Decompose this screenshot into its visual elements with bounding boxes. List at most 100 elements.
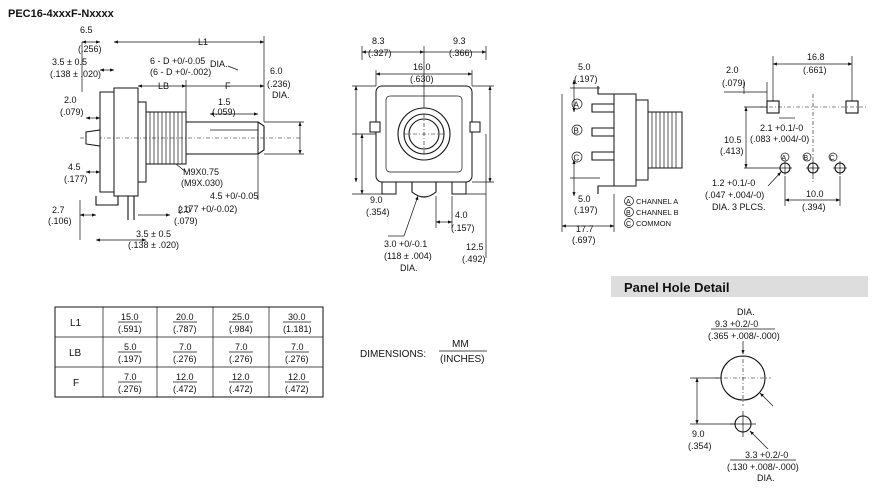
pin-c-lead — [591, 151, 614, 161]
dim-2-0a-mm: 2.0 — [64, 95, 77, 105]
dim-6-d-mm: 6 - D +0/-0.05 — [150, 56, 205, 66]
table-cell-mm: 5.0 — [124, 342, 137, 352]
dim-m9-in: (M9X.030) — [181, 178, 223, 188]
dim-4-5a-in: (.177) — [64, 174, 88, 184]
table-cell-mm: 30.0 — [288, 312, 306, 322]
pcb-dim-10-0-in: (.394) — [802, 202, 826, 212]
table-cell-mm: 7.0 — [235, 342, 248, 352]
dim-4-5b-in: (.177 +0/-0.02) — [178, 204, 237, 214]
row-label-f: F — [73, 378, 79, 389]
pin-a-lead — [591, 103, 614, 113]
table-cell-in: (.787) — [173, 324, 197, 334]
panel-dim-big-dia: DIA. — [737, 307, 755, 317]
pin-view-housing — [613, 93, 637, 187]
panel-dim-9-0-mm: 9.0 — [692, 429, 705, 439]
dim-f: F — [225, 81, 231, 91]
table-cell-in: (.276) — [118, 384, 142, 394]
dim-3-0-mm: 3.0 +0/-0.1 — [384, 239, 427, 249]
panel-hole-detail: Panel Hole Detail DIA. 9.3 +0.2/-0 (.365… — [611, 276, 868, 483]
pcb-dim-10-5-mm: 10.5 — [724, 135, 742, 145]
panel-dim-small-mm: 3.3 +0.2/-0 — [745, 450, 788, 460]
pin-b-lead — [591, 127, 614, 137]
pin-view-thread — [651, 112, 677, 168]
locating-tab — [411, 182, 437, 198]
table-cell-mm: 20.0 — [176, 312, 194, 322]
table-cell-mm: 25.0 — [232, 312, 250, 322]
dim-2-7-in: (.106) — [48, 216, 72, 226]
dim-9-0-in: (.354) — [366, 207, 390, 217]
panel-dim-9-0-in: (.354) — [688, 441, 712, 451]
pcb-dim-16-8-in: (.661) — [803, 65, 827, 75]
pcb-dim-2-0-mm: 2.0 — [726, 65, 739, 75]
panel-title: Panel Hole Detail — [624, 280, 729, 295]
dim-17-7-in: (.697) — [572, 235, 596, 245]
dim-2-0b-mm: 2.0 — [178, 205, 191, 215]
dim-3-5b-mm: 3.5 ± 0.5 — [136, 229, 171, 239]
row-label-lb: LB — [69, 348, 82, 359]
dim-m9-mm: M9X0.75 — [183, 167, 219, 177]
dim-16-0-mm: 16.0 — [413, 62, 431, 72]
mounting-terminal — [95, 196, 119, 206]
pin-label-c: C — [574, 154, 580, 163]
dim-3-5-in: (.138 ± .020) — [50, 69, 101, 79]
dim-12-5-in: (.492) — [462, 254, 486, 264]
pin-view-bushing — [647, 111, 683, 169]
pcb-pin-c: C — [830, 155, 835, 162]
units-top: MM — [452, 339, 469, 350]
side-tab-right — [469, 121, 481, 133]
dim-3-0-dia: DIA. — [400, 263, 418, 273]
mount-lead-top — [597, 86, 614, 95]
dim-5-0b-mm: 5.0 — [578, 194, 591, 204]
bushing-flange — [137, 101, 147, 183]
side-view: 6.5 (.256) 3.5 ± 0.5 (.138 ± .020) L1 6 … — [48, 25, 304, 250]
dim-6-5-in: (.256) — [78, 44, 102, 54]
pcb-dim-2-1-mm: 2.1 +0.1/-0 — [760, 123, 803, 133]
dim-4-0-mm: 4.0 — [455, 210, 468, 220]
pin-label-a: A — [574, 101, 580, 110]
dim-6-0-mm: 6.0 — [270, 66, 283, 76]
dim-12-5-mm: 12.5 — [466, 242, 484, 252]
table-cell-mm: 12.0 — [176, 372, 194, 382]
dim-dia-label: DIA. — [210, 59, 228, 69]
units-label: DIMENSIONS: — [360, 349, 426, 360]
pin-view-flange — [635, 99, 649, 181]
table-cell-in: (1.181) — [283, 324, 312, 334]
row-label-l1: L1 — [70, 318, 82, 329]
table-cell-mm: 15.0 — [121, 312, 139, 322]
table-cell-mm: 7.0 — [124, 372, 137, 382]
dim-1-5-in: (.059) — [212, 107, 236, 117]
dim-2-7-mm: 2.7 — [52, 205, 65, 215]
rear-nub — [85, 129, 101, 147]
dim-5-0a-in: (.197) — [574, 74, 598, 84]
dim-6-d-in: (6 - D +0/-.002) — [150, 67, 211, 77]
front-view: 8.3 (.327) 9.3 (.366) 16.0 (.630) 9.0 (.… — [352, 36, 494, 273]
pin-label-b: B — [574, 127, 579, 136]
panel-dim-small-dia: DIA. — [757, 473, 775, 483]
shaft-circle — [408, 118, 440, 150]
encoder-housing-rear — [99, 91, 115, 193]
front-pin-left — [381, 181, 397, 195]
front-pin-right — [451, 181, 467, 195]
encoder-housing-front — [113, 87, 139, 197]
table-cell-in: (.984) — [229, 324, 253, 334]
pcb-dim-1-2-in: (.047 +.004/-0) — [705, 190, 764, 200]
shaft — [185, 121, 259, 155]
dim-6-5-mm: 6.5 — [80, 25, 93, 35]
dimension-table: L1 LB F 15.0 (.591) 20.0 (.787) 25.0 (.9… — [54, 306, 324, 398]
pcb-dim-2-0-in: (.079) — [722, 78, 746, 88]
pcb-layout: A B C 2.0 (.079) 16.8 (.661) 2.1 +0.1/-0… — [705, 52, 866, 212]
legend-channel-b: CHANNEL B — [636, 208, 679, 217]
pcb-dim-16-8-mm: 16.8 — [807, 52, 825, 62]
dim-17-7-mm: 17.7 — [576, 224, 594, 234]
panel-dim-small-in: (.130 +.008/-.000) — [727, 462, 799, 472]
dim-5-0b-in: (.197) — [574, 205, 598, 215]
dim-2-0a-in: (.079) — [60, 107, 84, 117]
dim-l1: L1 — [198, 37, 208, 47]
table-cell-in: (.276) — [229, 354, 253, 364]
dim-9-0-mm: 9.0 — [370, 195, 383, 205]
dim-4-5b-mm: 4.5 +0/-0.05 — [210, 191, 258, 201]
dim-1-5-mm: 1.5 — [218, 97, 231, 107]
dim-3-0-in: (118 ± .004) — [384, 251, 432, 261]
part-number-title: PEC16-4xxxF-Nxxxx — [8, 8, 115, 20]
side-tab-left — [369, 121, 381, 133]
